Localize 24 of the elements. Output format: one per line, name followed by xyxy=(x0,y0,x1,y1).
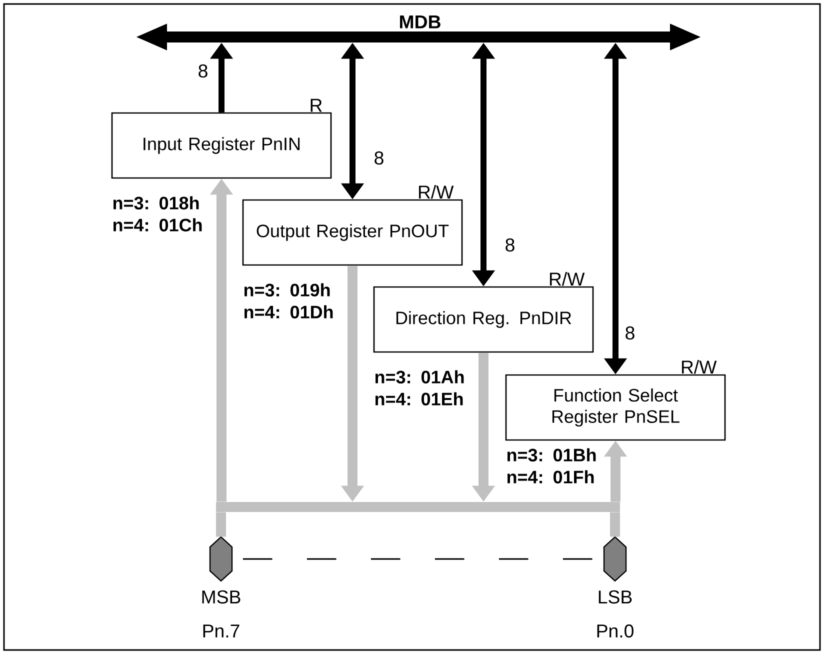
dashed-line xyxy=(242,558,594,560)
edge-label: 8 xyxy=(196,63,210,79)
edge-label: 8 xyxy=(372,150,386,166)
address-label: n=3: 01Bh n=4: 01Fh xyxy=(507,448,596,484)
access-label: R/W xyxy=(550,272,585,286)
access-label: R/W xyxy=(418,185,454,199)
line xyxy=(610,512,620,537)
address-label: n=3: 01Ah n=4: 01Eh xyxy=(375,370,464,406)
access-label: R/W xyxy=(682,360,717,374)
pin-label: MSB xyxy=(202,590,240,604)
access-label: R xyxy=(310,98,322,112)
pin-label: Pn.7 xyxy=(203,624,240,638)
edge-label: 8 xyxy=(503,237,517,253)
register-box: Output Register PnOUT xyxy=(242,199,463,266)
register-box: Input Register PnIN xyxy=(111,112,332,179)
address-label: n=3: 018h n=4: 01Ch xyxy=(113,196,202,232)
edge-label: 8 xyxy=(623,325,637,341)
pin-label: Pn.0 xyxy=(597,624,634,638)
register-box: Function Select Register PnSEL xyxy=(505,374,726,441)
node-label: MDB xyxy=(400,15,440,28)
register-box: Direction Reg. PnDIR xyxy=(373,286,594,353)
line xyxy=(216,512,226,537)
address-label: n=3: 019h n=4: 01Dh xyxy=(244,283,333,318)
pin-label: LSB xyxy=(598,590,632,604)
